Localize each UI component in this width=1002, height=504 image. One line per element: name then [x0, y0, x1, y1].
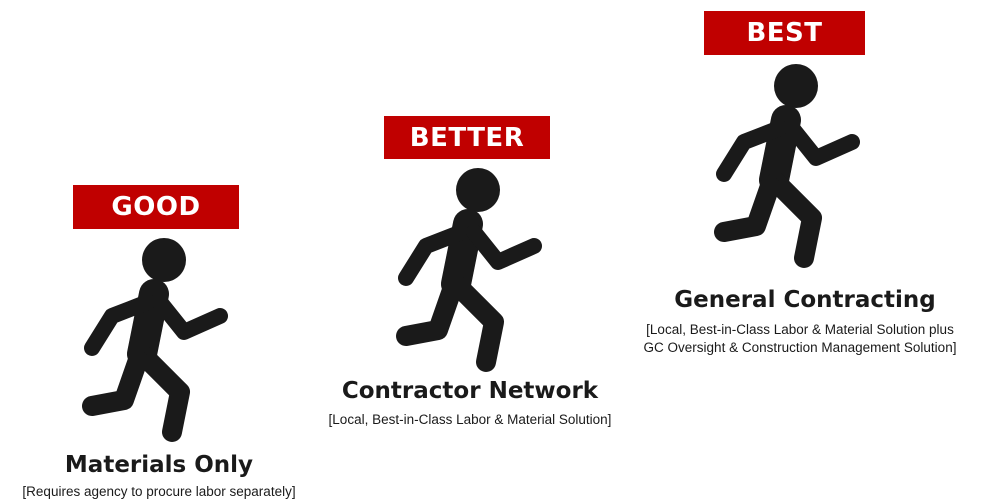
tier-title-general-contracting: General Contracting	[674, 287, 936, 313]
tier-title-contractor-network: Contractor Network	[341, 378, 599, 404]
tier-description-line: GC Oversight & Construction Management S…	[643, 340, 957, 355]
tier-badge-better: BETTER	[384, 116, 550, 159]
tier-title-materials-only: Materials Only	[64, 452, 254, 478]
tier-description-line: [Local, Best-in-Class Labor & Material S…	[646, 322, 954, 337]
running-person-icon	[704, 62, 874, 272]
tier-badge-best: BEST	[704, 11, 865, 55]
running-person-icon	[72, 236, 242, 446]
tier-description-line: [Local, Best-in-Class Labor & Material S…	[328, 412, 612, 427]
running-person-icon	[386, 166, 556, 376]
tier-description-line: [Requires agency to procure labor separa…	[22, 484, 296, 499]
tier-badge-good: GOOD	[73, 185, 239, 229]
